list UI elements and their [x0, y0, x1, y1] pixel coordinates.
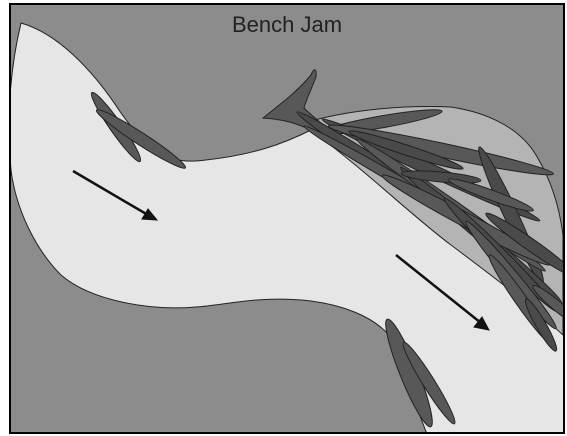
diagram-frame: Bench Jam	[9, 3, 565, 434]
bench-jam-diagram	[11, 5, 563, 432]
